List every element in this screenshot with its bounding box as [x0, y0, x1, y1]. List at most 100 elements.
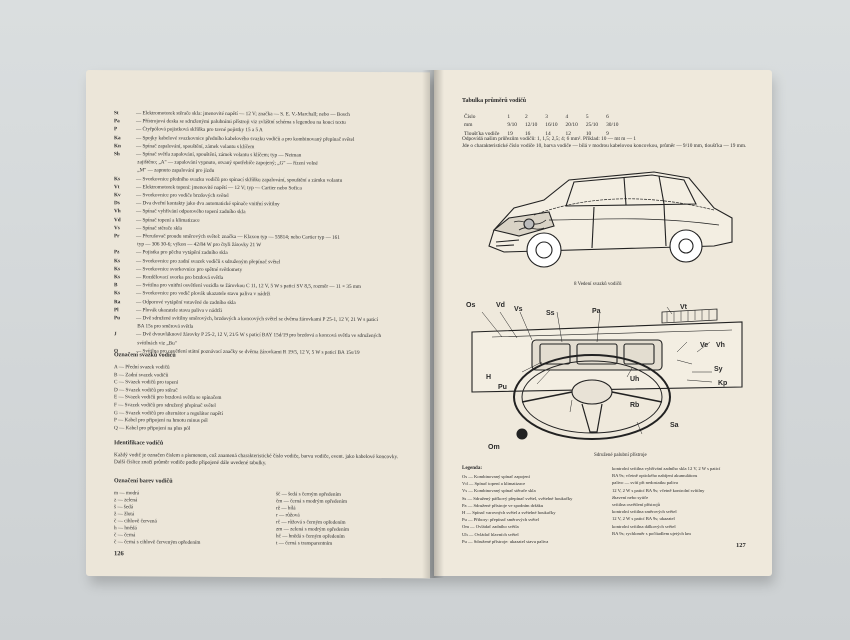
- table-cell: Číslo: [464, 114, 476, 120]
- svazky-item: F — Svazek vodičů pro sdružený přepínač …: [114, 402, 216, 409]
- table-cell: 6: [606, 114, 609, 120]
- legend-text: „M" — zapnuto zapalování pro jízdu: [136, 167, 215, 175]
- legend-text: zajištěno; „A" — zapalování vypnuto, otv…: [136, 159, 318, 167]
- legend-entry: Om — Ovládač zadního světla: [462, 524, 519, 530]
- dashboard-label: Om: [488, 444, 500, 451]
- svazky-item: E — Svazek vodičů pro brzdová světla se …: [114, 394, 222, 402]
- svazky-item: P — Kabel pro připojení na hmotu minus p…: [114, 417, 208, 425]
- legend-row: Ra — Odporové vytápění vstavěné do zadníh…: [114, 299, 414, 307]
- table-cell: 1: [507, 114, 511, 120]
- section-identifikace-title: Identifikace vodičů: [114, 440, 164, 447]
- dashboard-illustration: [471, 306, 743, 440]
- svazky-item: D — Svazek vodičů pro stěrač: [114, 386, 178, 394]
- legend-entry: Pu — Sdružené přístroje: ukazatel stavu …: [462, 538, 549, 544]
- legend-text: — Čtyřpólová pojistková skříňka pro tavn…: [136, 126, 263, 134]
- color-item: rž — bílá: [276, 505, 296, 512]
- component-legend: St— Elektromotorek stěrače skla: jmenovi…: [86, 70, 430, 356]
- color-item: m — modrá: [114, 490, 140, 497]
- legend-row: St— Elektromotorek stěrače skla: jmenovi…: [114, 110, 414, 118]
- color-item: h — hnědá: [114, 525, 137, 532]
- color-item: š — šedá: [114, 504, 134, 511]
- legend-text: — Odporové vytápění vstavěné do zadního …: [136, 298, 236, 306]
- legend-row: BA 15s pro směrová světla: [114, 323, 414, 331]
- legend-text: BA 15s pro směrová světla: [136, 323, 194, 330]
- legend-text: — Dvě dvouvláknové žárovky P 25-2, 12 V,…: [136, 331, 382, 340]
- table-cell: 10: [585, 130, 592, 137]
- table-cell: Tloušťka vodiče: [464, 130, 500, 137]
- legend-text: — Spojky kabelové svazkovnice předního k…: [136, 134, 355, 143]
- legend-row: Sh— Spínač světla zapalování, spouštění,…: [114, 151, 414, 159]
- color-item: zm — zelená s modrým opředením: [276, 526, 350, 533]
- svazky-item: G — Svazek vodičů pro alternátor a regul…: [114, 409, 223, 417]
- legend-row: Ka — Spojky kabelové svazkovnice předního…: [114, 135, 414, 143]
- dashboard-label: Uh: [630, 376, 640, 383]
- table-cell: 9/10: [507, 122, 517, 129]
- legend-row: Ks— Svorkovnice svorkovnice pro spětné s…: [114, 266, 414, 274]
- legend-code: Pz: [114, 249, 120, 256]
- color-item: ž — žlutá: [114, 511, 135, 518]
- dashboard-label: Vh: [716, 342, 725, 349]
- legend-text: — Svorkovnice pro vodič plovák ukazatele…: [136, 290, 271, 298]
- legend-code: Ra: [114, 298, 121, 305]
- legend-row: Pu— Dvě sdružené svítilny směrových, brz…: [114, 315, 414, 323]
- table-cell: mm: [464, 122, 473, 129]
- color-item: šč — šedá s černým opředením: [276, 491, 341, 498]
- table-cell: 19: [507, 130, 513, 137]
- color-item: č — cihlově červená: [114, 518, 157, 525]
- dashboard-label: Os: [466, 302, 476, 309]
- legend-row: Pr— Přerušovač proudu směrových světel: …: [114, 233, 414, 241]
- dashboard-label: Pa: [592, 308, 601, 315]
- legend-text: — Přístrojová deska se sdruženými palubn…: [136, 118, 346, 127]
- legend-code: Sh: [114, 151, 120, 158]
- table-note: Odpovídá našim průřezům vodičů: 1, 1,5; …: [462, 136, 747, 149]
- dashboard-label: Ve: [700, 342, 709, 349]
- legend-code: Ka: [114, 134, 121, 141]
- legend-text: — Svorkovnice předního svazku vodičů pro…: [136, 175, 343, 184]
- table-title: Tabulka průměrů vodičů: [462, 98, 527, 104]
- table-cell: 14: [545, 130, 551, 137]
- legend-row: Ks — Svorkovnice pro vodič plovák ukazate…: [114, 291, 414, 299]
- legend-code: Pr: [114, 233, 120, 240]
- left-page: St— Elektromotorek stěrače skla: jmenovi…: [86, 70, 430, 579]
- page-number-left: 126: [114, 550, 124, 558]
- dashboard-label: Vd: [496, 302, 505, 309]
- legend-code: St: [114, 110, 119, 117]
- legend-entry: žhavení nebo sytiče: [612, 494, 649, 500]
- legend-code: Ks: [114, 290, 121, 297]
- legend-text: — Svorkovnice pro zadní svazek vodičů s …: [136, 257, 281, 265]
- dashboard-label: Kp: [718, 380, 728, 387]
- table-cell: 16: [524, 130, 531, 137]
- open-book: St— Elektromotorek stěrače skla: jmenovi…: [86, 70, 772, 579]
- dashboard-label: Sy: [714, 366, 723, 373]
- legend-row: Ks— Svorkovnice pro zadní svazek vodičů …: [114, 258, 414, 266]
- svazky-item: C — Svazek vodičů pro topení: [114, 379, 179, 386]
- legend-text: — Pojistka pro pěchu vytápění zadního sk…: [136, 249, 228, 257]
- legend-code: Pa: [114, 118, 120, 125]
- legend-text: — Rozdělovací svorka pro brzdová světla: [136, 274, 224, 281]
- legend-row: zajištěno; „A" — zapalování vypnuto, otv…: [114, 159, 414, 167]
- dashboard-label: Pu: [498, 384, 507, 391]
- legend-code: Ks: [114, 175, 121, 182]
- page-number-right: 127: [736, 542, 746, 549]
- identifikace-paragraph: Každý vodič je označen číslem a písmenem…: [114, 452, 399, 466]
- legend-row: J— Dvě dvouvláknové žárovky P 25-2, 12 V…: [114, 332, 414, 340]
- legend-code: Pu: [114, 315, 121, 322]
- table-cell: 30/10: [606, 122, 619, 129]
- color-item: č — černá: [114, 532, 136, 539]
- legend-row: Kv— Svorkovnice pro vodiče brzdových svě…: [114, 192, 414, 200]
- legend-entry: 12 V, 2 W s paticí BA 9s; včetně kontrol…: [612, 487, 705, 493]
- legend-row: Vs— Spínač stěrače skla: [114, 225, 414, 233]
- legend-text: — Plovák ukazatele stavu paliva v nádrži: [136, 307, 223, 314]
- legend-entry: H — Spínač varovných světel a světelné h…: [462, 510, 556, 515]
- legend-row: Vt— Elektromotorek topení: jmenovité nap…: [114, 184, 414, 192]
- legend-row: Ds— Dva dveřní kontakty jako dva automat…: [114, 200, 414, 208]
- dashboard-label: H: [486, 374, 492, 381]
- legend-code: Ks: [114, 274, 121, 281]
- table-cell: 20/10: [565, 122, 578, 129]
- dashboard-label: Sa: [670, 422, 679, 429]
- legend-text: — Dva dveřní kontakty jako dva automatic…: [136, 200, 280, 208]
